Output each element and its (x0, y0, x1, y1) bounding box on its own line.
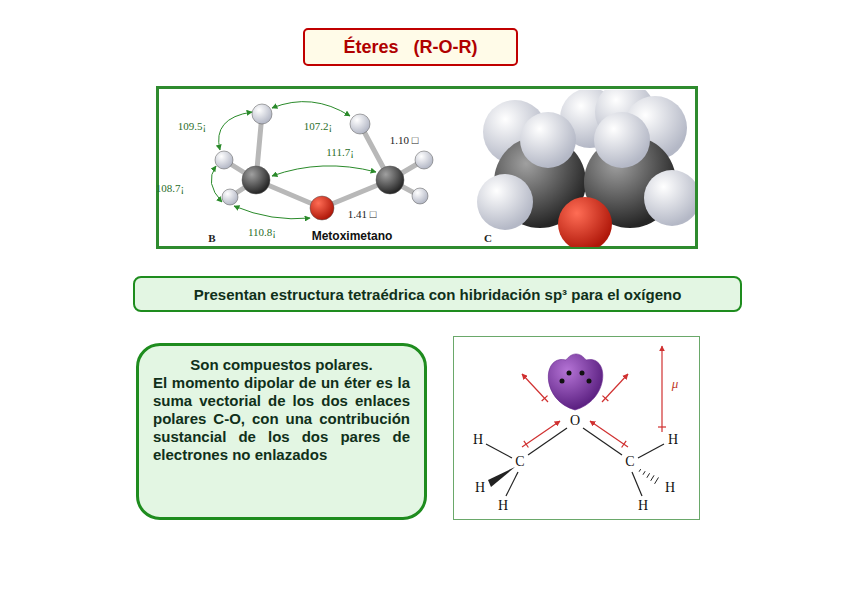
note-box: Son compuestos polares.El momento dipola… (136, 343, 427, 520)
atom-ball (350, 114, 370, 134)
electron-dot (560, 379, 565, 384)
atom-sphere (477, 174, 533, 230)
angle-arc (272, 102, 350, 116)
bond-line (638, 444, 664, 458)
dipole-arrow (522, 421, 560, 447)
bond-line (506, 472, 518, 496)
dipole-tail-cross (602, 396, 608, 401)
dipole-tail-cross (622, 441, 627, 448)
atom-symbol: H (475, 481, 485, 495)
dipole-arrow (522, 374, 548, 402)
atom-ball (412, 188, 428, 204)
dipole-arrow (590, 421, 628, 447)
angle-label: 109.5¡ (178, 121, 206, 132)
bond-length-label: 1.10 □ (390, 135, 419, 146)
statement-box: Presentan estructura tetraédrica con hib… (133, 276, 742, 312)
box-body: El momento dipolar de un éter es la suma… (153, 374, 410, 464)
atom-symbol: H (638, 499, 648, 513)
atom-symbol: H (665, 481, 675, 495)
title-text: Éteres (R-O-R) (343, 37, 477, 58)
space-filling-model (477, 90, 695, 247)
angle-arc (272, 166, 376, 176)
atom-ball (222, 189, 238, 205)
atom-sphere (520, 112, 576, 168)
atom-ball (252, 104, 272, 124)
atom-symbol: H (498, 499, 508, 513)
dipole-tail-cross (542, 396, 548, 401)
dipole-tail-cross (658, 426, 666, 427)
atom-ball (215, 151, 233, 169)
panel-letter: B (208, 233, 215, 244)
box-heading: Son compuestos polares. (153, 356, 410, 374)
hash-bond (655, 477, 659, 483)
dipole-tail-cross (524, 441, 529, 448)
electron-dot (580, 371, 585, 376)
angle-arc (234, 206, 310, 219)
atom-symbol: C (625, 455, 634, 469)
dipole-arrow (602, 374, 628, 402)
wedge-bond (488, 467, 515, 487)
ball-and-stick-model (211, 102, 433, 220)
atom-symbol: H (473, 433, 483, 447)
hash-bond (643, 471, 645, 475)
angle-label: 111.7¡ (326, 147, 354, 158)
angle-label: 107.2¡ (304, 121, 332, 132)
bond-line (632, 472, 642, 496)
hash-bond (651, 475, 654, 480)
bond-length-label: 1.41 □ (348, 209, 377, 220)
bond-line (583, 428, 622, 455)
atom-symbol: O (570, 414, 580, 428)
angle-label: 110.8¡ (248, 227, 276, 238)
bond-line (528, 428, 567, 455)
angle-arc (211, 166, 222, 202)
box-heading: Presentan estructura tetraédrica con hib… (194, 286, 682, 303)
atom-ball (376, 166, 404, 194)
figure-panel (454, 337, 700, 520)
atom-ball (415, 151, 433, 169)
dipole-figure (486, 346, 666, 496)
angle-arc (219, 112, 252, 150)
electron-dot (567, 371, 572, 376)
atom-sphere (594, 112, 650, 168)
atom-ball (310, 196, 334, 220)
atom-sphere (558, 197, 612, 247)
dipole-arrow (661, 346, 662, 432)
panel-letter: C (484, 233, 492, 244)
atom-symbol: H (668, 433, 678, 447)
hash-bond (639, 469, 641, 472)
lone-pair-lobe (548, 354, 603, 410)
dipole-symbol: μ (672, 377, 679, 390)
atom-sphere (644, 170, 695, 226)
hash-bond (647, 473, 650, 477)
electron-dot (587, 379, 592, 384)
atom-symbol: C (515, 455, 524, 469)
title-box: Éteres (R-O-R) (303, 28, 518, 66)
bond-line (486, 444, 512, 458)
atom-ball (242, 166, 270, 194)
angle-label: 108.7¡ (156, 183, 184, 194)
molecule-name: Metoximetano (312, 230, 393, 242)
